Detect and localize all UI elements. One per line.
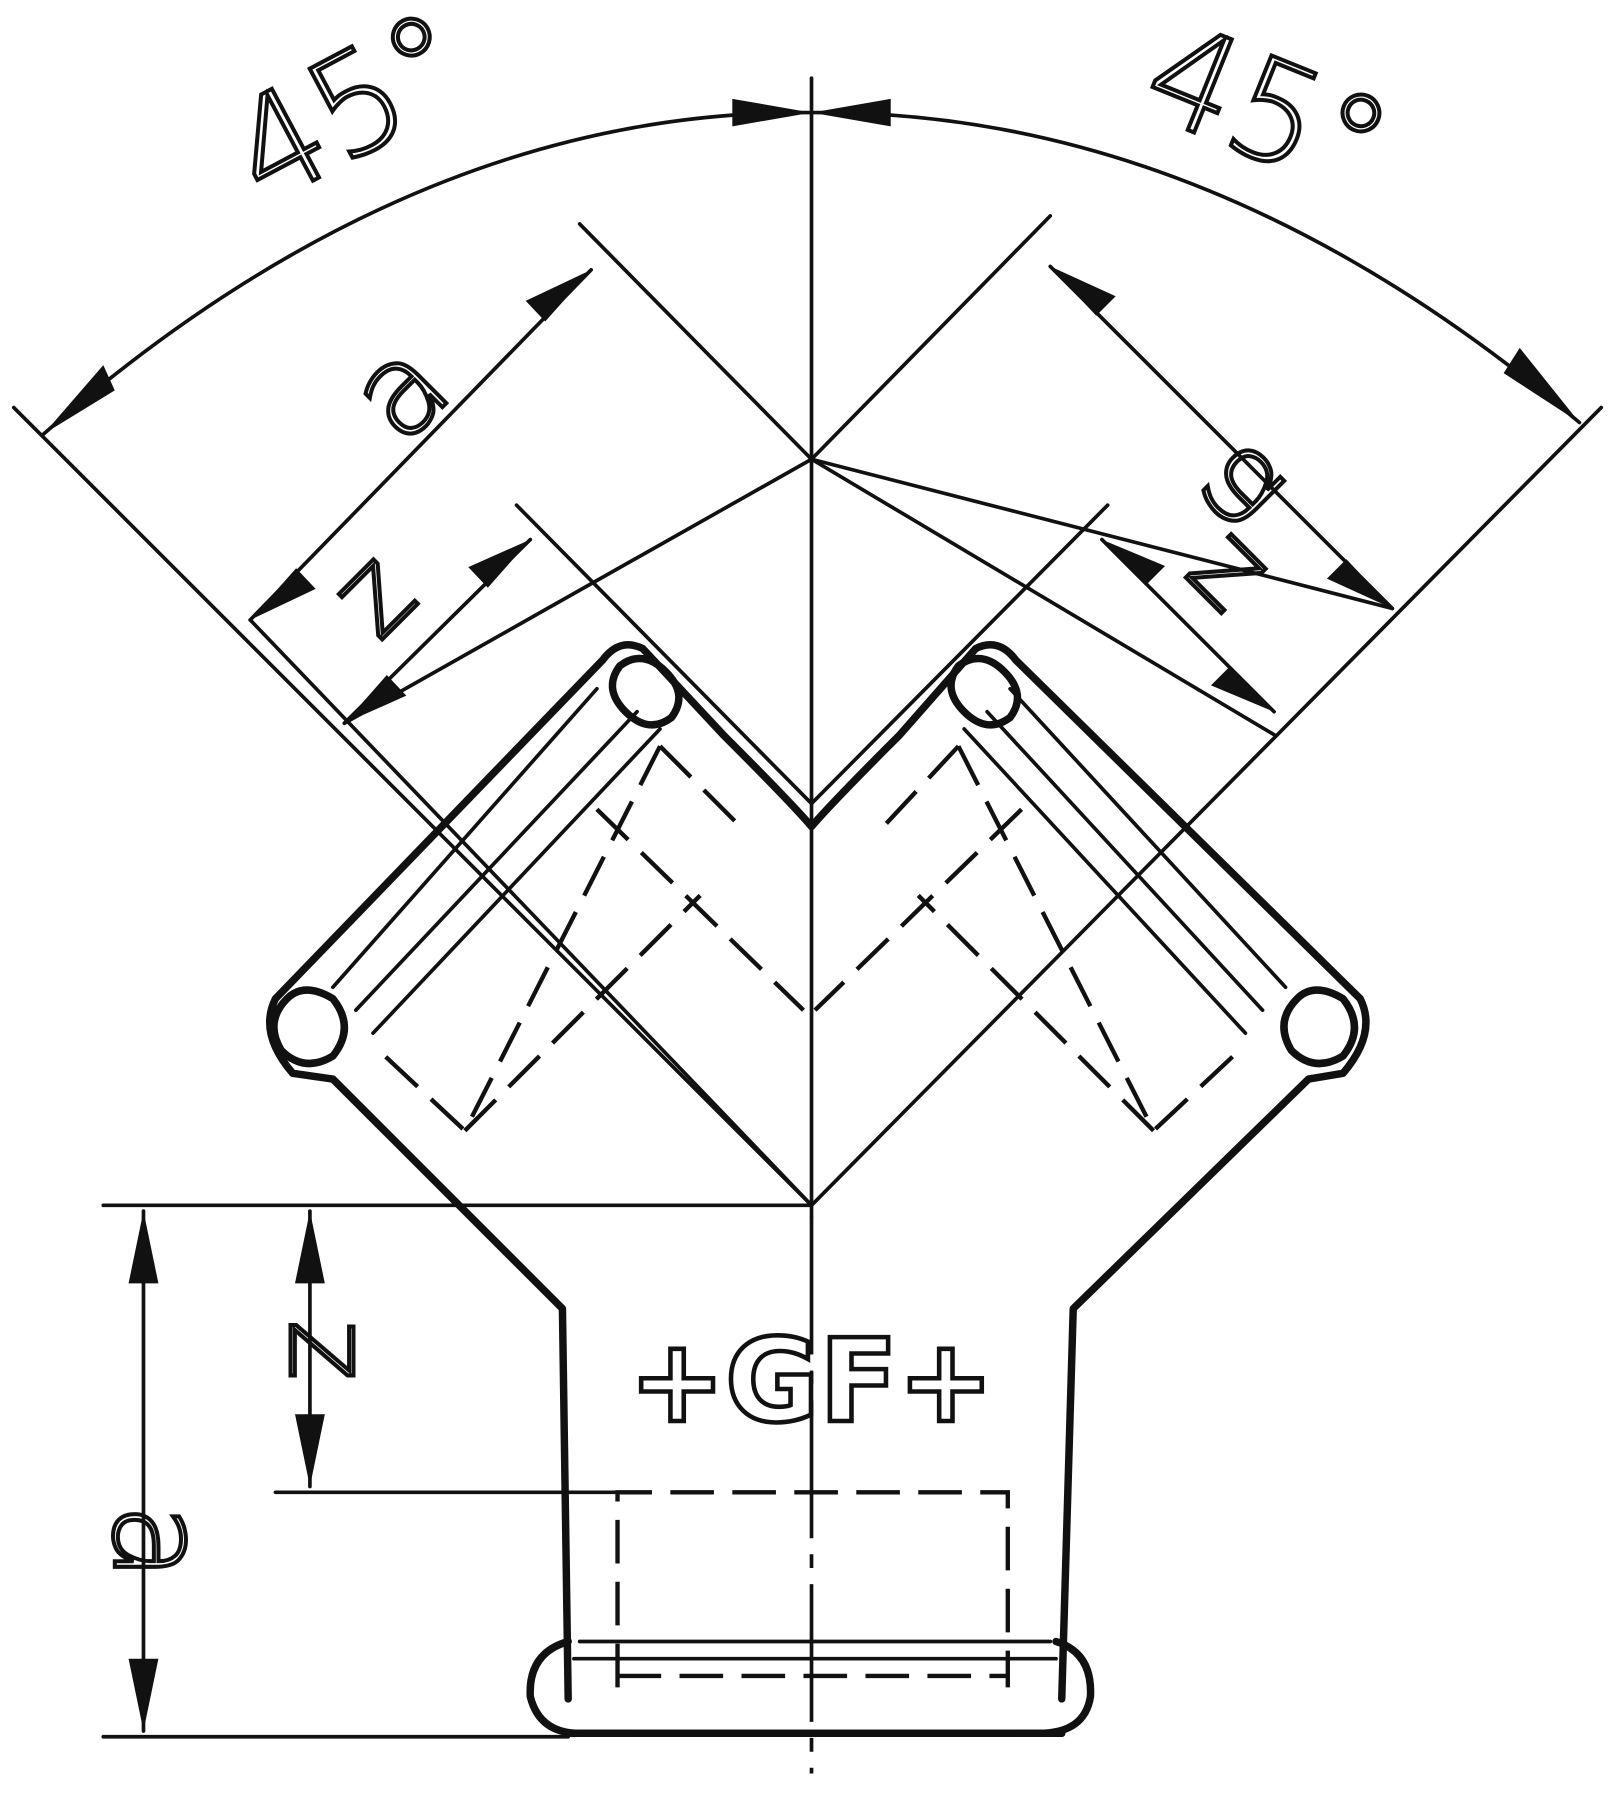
arrow-head [732,98,812,127]
left-extension-outer [11,405,814,1208]
left-thread-line-3 [371,727,662,1035]
arrow-head [1326,559,1393,609]
right-thread-line-2 [985,709,1265,1013]
arrow-head [128,1211,159,1284]
left-face-line [577,222,814,462]
arrow-head [344,675,407,724]
right-face-inner [809,503,1110,806]
left-z-label: z [304,525,441,662]
left-thread-line [331,686,599,990]
left-socket-ring [608,654,683,729]
left-socket-ring-lower [270,986,348,1068]
arrow-head [1503,347,1580,423]
right-axis-diag [809,457,1395,611]
left-axis-diag [342,457,814,726]
left-thread-line-2 [353,709,639,1013]
gf-logo: +GF+ [629,1315,994,1449]
fitting-body-outline [266,641,1370,1703]
arrow-head [811,98,891,127]
right-socket-ring [947,654,1022,729]
bottom-hidden-bore [615,1490,1010,1688]
right-extension-outer [809,405,1604,1208]
left-a-label: a [319,310,478,469]
left-angle-label: 45° [204,0,495,236]
right-bore-diag [916,893,1156,1133]
right-face-line [809,214,1053,462]
left-hidden-bore [377,744,806,1135]
left-a-dimline [248,268,593,622]
arrow-head [294,1414,325,1487]
right-socket-ring-lower [1280,986,1359,1068]
left-branch-axis [248,618,814,1208]
right-a-dimline [1048,264,1395,611]
bottom-z-label: z [262,1320,396,1380]
right-thread-line-3 [962,727,1248,1035]
left-face-inner [514,503,814,806]
arrow-head [1210,665,1275,712]
arrow-head [128,1658,159,1732]
arrow-head [1101,539,1166,586]
arrow-head [294,1211,325,1284]
right-thread-line [1008,686,1288,990]
right-angle-label: 45° [1124,0,1410,231]
right-hidden-bore [813,744,1247,1135]
arrow-head [43,365,115,434]
arrow-head [525,269,592,322]
arrow-head [250,568,316,620]
right-axis-diag-2 [809,457,1276,737]
bottom-a-label: a [85,1504,232,1581]
arrow-head [468,539,531,588]
arrow-head [1050,266,1116,316]
left-bore-diag [463,893,702,1133]
